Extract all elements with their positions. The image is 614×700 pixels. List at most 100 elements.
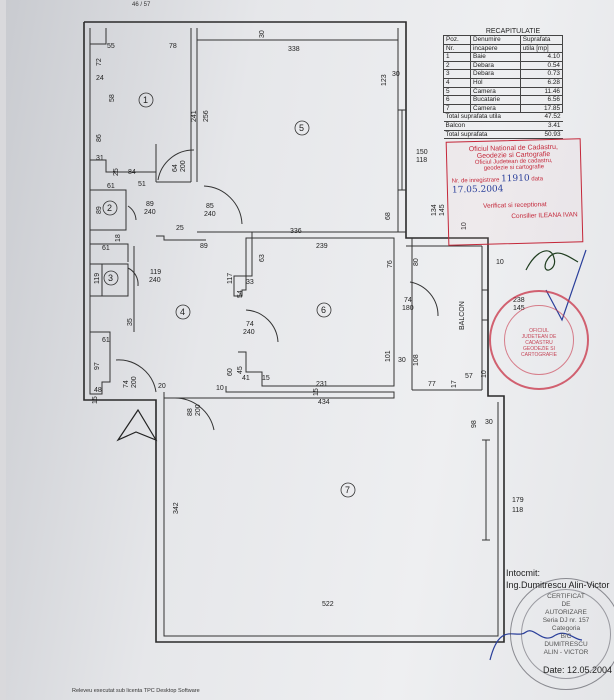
seal-line: ALIN - VICTOR (543, 649, 589, 656)
dim: 35 (127, 318, 134, 326)
dim: 118 (416, 157, 427, 164)
room-3-label: 3 (108, 273, 113, 283)
dim: 256 (203, 110, 210, 122)
recap-title: RECAPITULATIE (485, 28, 541, 35)
row-nr: 7 (442, 103, 472, 114)
dim: 200 (131, 376, 138, 388)
dim: 61 (102, 245, 110, 252)
recap-grid: Poz. Denumire Suprafata Nr. incapere uti… (442, 35, 564, 140)
dim: 15 (262, 375, 270, 382)
dim: 30 (392, 71, 400, 78)
dim: 41 (242, 375, 250, 382)
reg-number: 11910 (500, 173, 530, 185)
seal-text: OFICIUL JUDETEAN DE CADASTRU GEODEZIE SI… (521, 328, 557, 358)
room-7-label: 7 (345, 485, 350, 495)
reg-label: Nr. de inregistrare (451, 177, 500, 185)
room-1-label: 1 (143, 95, 148, 105)
stamp-verified: Verificat si receptionat (482, 201, 547, 210)
recap-col-suprafata: Suprafata (519, 35, 564, 45)
recap-header-row: Nr. incapere utila [mp] (442, 43, 564, 54)
row-name: Bucatarie (470, 95, 521, 105)
dim: 86 (96, 134, 103, 142)
dim: 31 (96, 155, 104, 162)
row-nr: 6 (442, 95, 472, 105)
dim: 134 (431, 204, 438, 216)
engineer-block: Intocmit: Ing.Dumitrescu Alin-Victor (506, 568, 609, 590)
dim: 68 (385, 212, 392, 220)
dim: 97 (94, 362, 101, 370)
prepared-by-label: Intocmit: (506, 568, 541, 578)
dim: 231 (316, 381, 328, 388)
dim: 117 (227, 273, 234, 284)
room-6-marker (316, 302, 332, 318)
seal-line: AUTORIZARE (545, 609, 587, 616)
row-area: 11.46 (519, 86, 564, 97)
dim: 25 (176, 225, 184, 232)
stamp-registration: Nr. de inregistrare 11910 data 17.05.200… (448, 172, 581, 196)
dim: 342 (173, 502, 180, 514)
dim: 239 (316, 243, 328, 250)
software-footer: Releveu executat sub licenta TPC Desktop… (72, 688, 200, 694)
dim: 15 (313, 388, 320, 396)
recap-col-utila: utila [mp] (519, 43, 564, 54)
balcon-value: 3.41 (520, 120, 563, 131)
balcon-label: Balcon (443, 120, 521, 131)
row-name: Debara (470, 69, 521, 79)
reg-date: 17.05.2004 (451, 184, 504, 196)
dim: 150 (416, 149, 428, 156)
cadastre-stamp: Oficiul National de Cadastru, Geodezie s… (445, 138, 584, 246)
total-value: 50.93 (520, 129, 563, 140)
dim: 55 (107, 43, 115, 50)
room-6-label: 6 (321, 305, 326, 315)
reg-date-label: data (531, 176, 544, 183)
room-2-label: 2 (107, 203, 112, 213)
dim: 17 (451, 380, 458, 388)
dim: 61 (102, 337, 110, 344)
row-area: 0.54 (519, 60, 564, 71)
row-nr: 2 (442, 60, 472, 71)
dim: 57 (465, 373, 473, 380)
seal-line: CERTIFICAT (547, 593, 585, 600)
walls (83, 21, 505, 643)
row-name: Camera (470, 86, 521, 97)
row-name: Baie (470, 52, 521, 62)
dim: 89 (96, 206, 103, 214)
dim: 10 (216, 385, 224, 392)
north-arrow-icon (116, 408, 158, 442)
dim: 108 (413, 354, 420, 366)
dim: 338 (288, 46, 300, 53)
dim: 51 (138, 181, 146, 188)
dim: 85 (206, 203, 214, 210)
dim: 89 (200, 243, 208, 250)
row-name: Camera (470, 103, 521, 114)
recap-col-poz: Poz. (442, 35, 472, 45)
red-round-seal: OFICIUL JUDETEAN DE CADASTRU GEODEZIE SI… (489, 290, 589, 390)
seal-line: DE (561, 601, 571, 608)
room-labels: 1 2 3 4 5 6 7 BALCON (102, 92, 466, 498)
dim: 240 (144, 209, 156, 216)
dim: 72 (96, 58, 103, 66)
room-5-marker (294, 120, 310, 136)
dim: 88 (187, 408, 194, 416)
row-area: 0.73 (519, 69, 564, 79)
dim: 200 (180, 160, 187, 172)
balcony-label: BALCON (459, 301, 466, 330)
dim: 25 (113, 168, 120, 176)
seal-inner-ring (521, 589, 611, 679)
room-1-marker (138, 92, 154, 108)
dim: 61 (107, 183, 115, 190)
row-name: Hol (470, 77, 521, 88)
row-area: 6.28 (519, 77, 564, 88)
seal-line: DUMITRESCU (544, 641, 588, 648)
dim: 15 (92, 396, 99, 404)
dim: 30 (398, 357, 406, 364)
dim: 10 (461, 222, 468, 230)
dim: 89 (146, 201, 154, 208)
dim: 180 (402, 305, 414, 312)
